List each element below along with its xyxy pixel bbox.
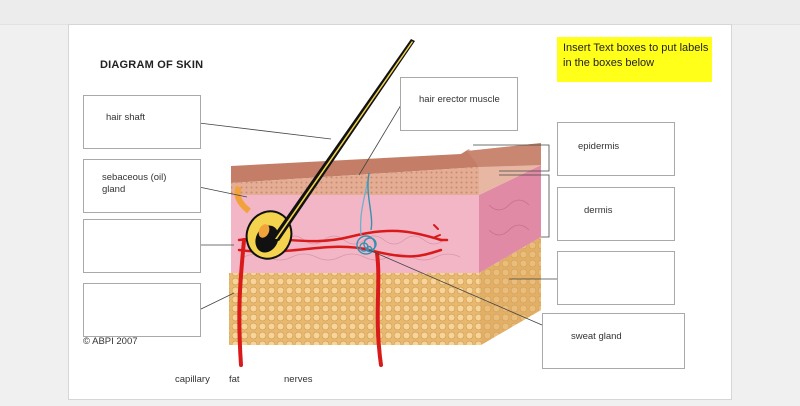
label-box-empty-1[interactable] — [83, 219, 201, 273]
skin-diagram-illustration — [198, 39, 557, 367]
label-text: sebaceous (oil) gland — [102, 172, 167, 195]
label-box-dermis[interactable]: dermis — [557, 187, 675, 241]
label-box-epidermis[interactable]: epidermis — [557, 122, 675, 176]
label-text: hair shaft — [106, 112, 146, 123]
top-toolbar-strip — [0, 0, 800, 25]
page-title: DIAGRAM OF SKIN — [100, 59, 204, 71]
label-box-hair-erector-muscle[interactable]: hair erector muscle — [400, 77, 518, 131]
word-bank-nerves[interactable]: nerves — [284, 374, 313, 385]
label-text: epidermis — [578, 141, 620, 152]
copyright-notice: © ABPI 2007 — [83, 336, 138, 347]
label-box-sweat-gland[interactable]: sweat gland — [542, 313, 685, 369]
label-text: hair erector muscle — [419, 94, 500, 105]
epidermis-layer — [231, 143, 541, 195]
hair-follicle — [234, 185, 293, 260]
instruction-note: Insert Text boxes to put labels in the b… — [557, 37, 712, 82]
label-box-hair-shaft[interactable]: hair shaft — [83, 95, 201, 149]
label-box-empty-3[interactable] — [557, 251, 675, 305]
word-bank-fat[interactable]: fat — [229, 374, 240, 385]
hair-shaft-highlight — [275, 41, 413, 239]
document-page: DIAGRAM OF SKIN Insert Text boxes to put… — [68, 24, 732, 400]
label-text: sweat gland — [571, 331, 622, 342]
word-bank-capillary[interactable]: capillary — [175, 374, 210, 385]
leader-lines — [198, 104, 557, 326]
label-text: dermis — [584, 205, 613, 216]
label-box-sebaceous-gland[interactable]: sebaceous (oil) gland — [83, 159, 201, 213]
label-box-empty-2[interactable] — [83, 283, 201, 337]
